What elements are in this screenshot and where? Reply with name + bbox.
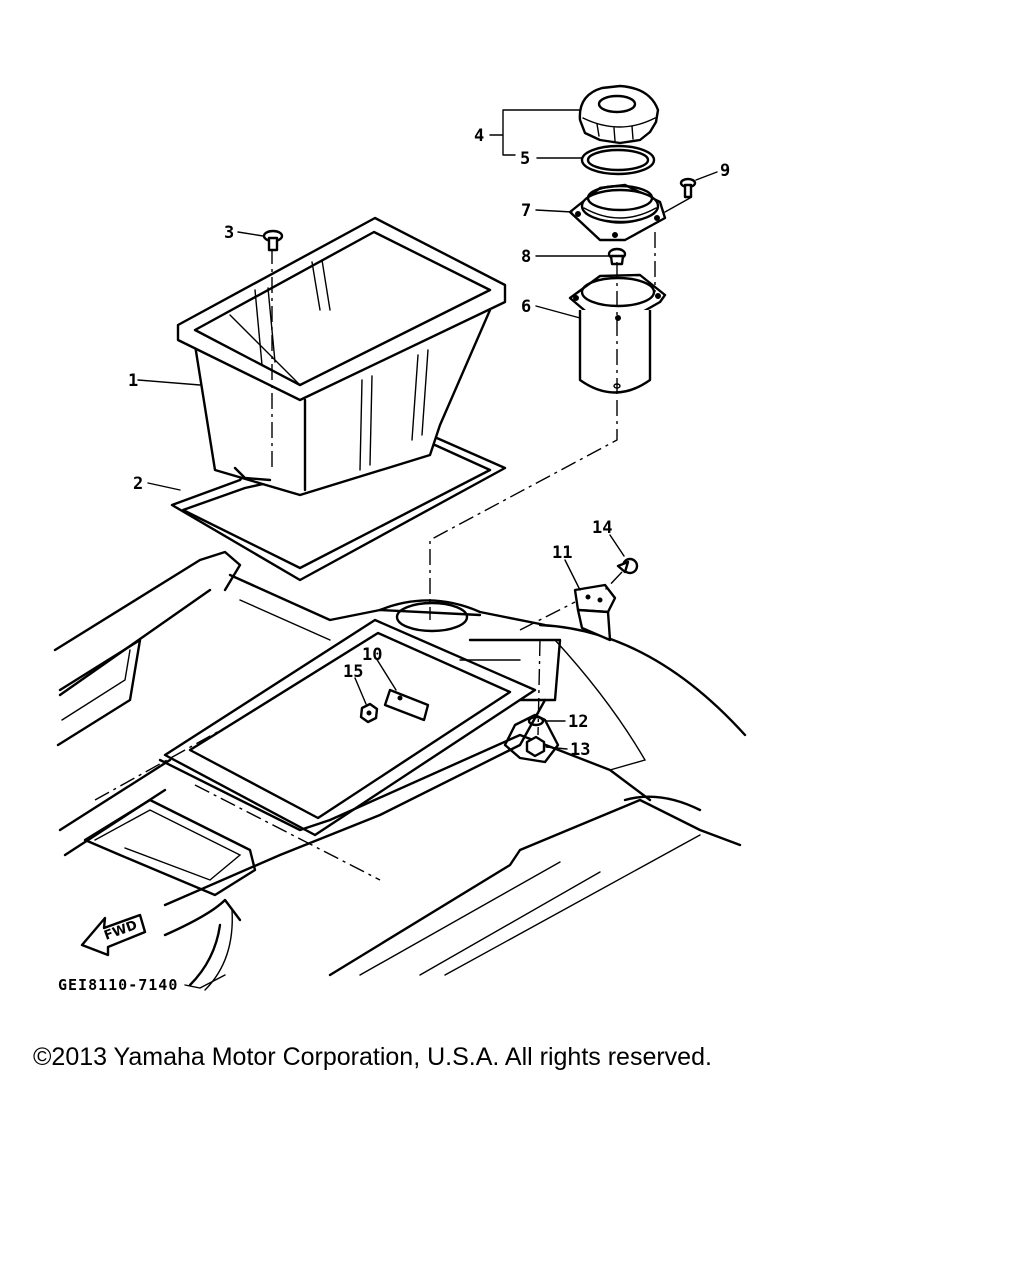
part-1-storage-box (178, 218, 505, 495)
part-3-screw (264, 231, 282, 250)
part-14-bolt (605, 559, 637, 590)
callout-numbers: 4 5 9 7 3 8 6 1 2 14 11 10 15 12 13 (128, 126, 730, 760)
callout-1: 1 (128, 371, 138, 391)
exploded-parts-diagram: FWD 4 5 (0, 0, 1024, 994)
drawing-code: GEI8110-7140 (58, 976, 178, 994)
part-4-cap (580, 86, 658, 143)
part-6-cup (570, 275, 665, 393)
part-5-o-ring (582, 146, 654, 174)
callout-8: 8 (521, 247, 531, 267)
leader-lines (138, 110, 717, 988)
part-11-bracket (520, 585, 615, 640)
callout-6: 6 (521, 297, 531, 317)
copyright-notice: ©2013 Yamaha Motor Corporation, U.S.A. A… (33, 1043, 712, 1071)
part-12-washer (505, 715, 558, 762)
part-9-screw (681, 179, 695, 197)
part-13-nut (527, 640, 544, 756)
part-8-plug (609, 249, 625, 264)
callout-13: 13 (570, 740, 590, 760)
callout-11: 11 (552, 543, 572, 563)
callout-2: 2 (133, 474, 143, 494)
callout-10: 10 (362, 645, 382, 665)
callout-4: 4 (474, 126, 484, 146)
part-15-nut (361, 704, 377, 722)
part-10-plate (385, 690, 428, 720)
hull-deck (55, 552, 745, 990)
callout-15: 15 (343, 662, 363, 682)
callout-14: 14 (592, 518, 612, 538)
callout-7: 7 (521, 201, 531, 221)
callout-12: 12 (568, 712, 588, 732)
callout-3: 3 (224, 223, 234, 243)
callout-9: 9 (720, 161, 730, 181)
callout-5: 5 (520, 149, 530, 169)
part-7-filler-neck (570, 185, 665, 240)
fwd-direction-arrow: FWD (82, 915, 145, 955)
